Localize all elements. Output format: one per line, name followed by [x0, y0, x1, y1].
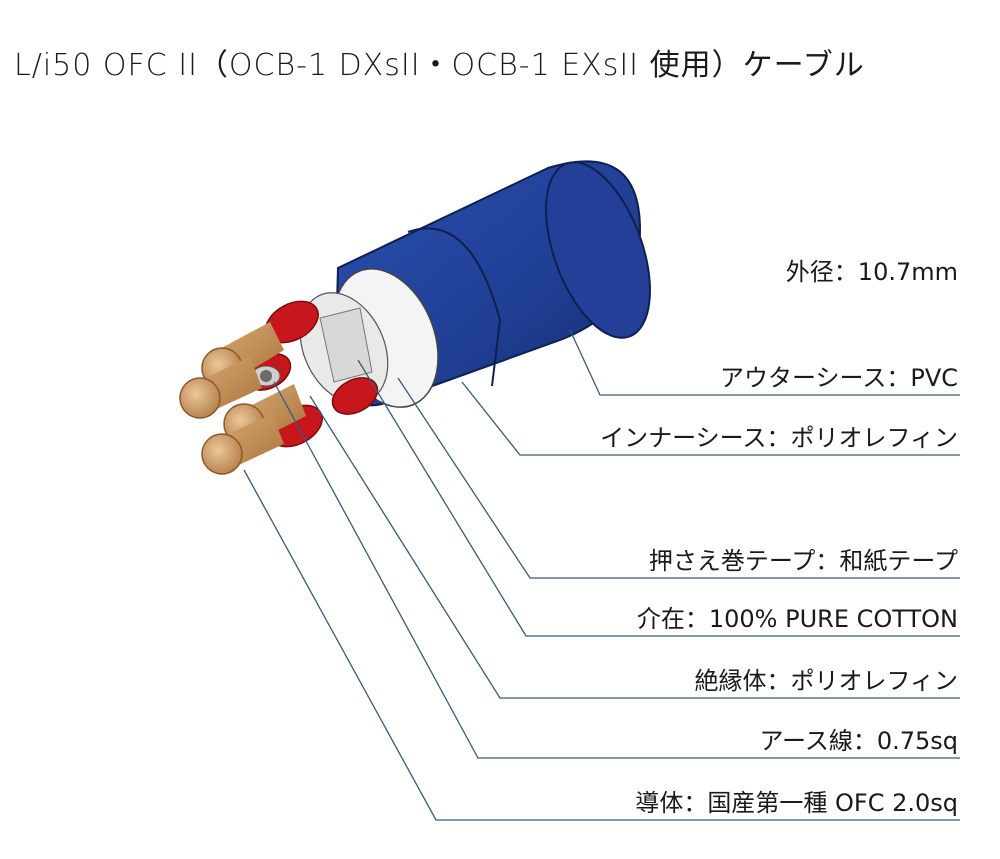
label-outer-sheath: アウターシース：PVC [720, 364, 958, 392]
label-conductor: 導体：国産第一種 OFC 2.0sq [635, 789, 958, 817]
leader-paper-tape [397, 377, 960, 579]
leader-lines [243, 329, 960, 821]
label-cotton: 介在：100% PURE COTTON [637, 605, 958, 633]
diameter-label: 外径：10.7mm [786, 258, 958, 286]
label-inner-sheath: インナーシース：ポリオレフィン [600, 424, 958, 452]
conductors [179, 322, 306, 475]
leader-cotton [357, 359, 960, 637]
label-paper-tape: 押さえ巻テープ：和紙テープ [649, 547, 958, 575]
page-title: L/i50 OFC II（OCB-1 DXsII・OCB-1 EXsII 使用）… [14, 48, 865, 83]
leader-inner-sheath [461, 381, 960, 456]
label-insulation: 絶縁体：ポリオレフィン [694, 667, 958, 695]
leader-ground-wire [273, 381, 960, 759]
leader-outer-sheath [569, 329, 960, 396]
label-ground-wire: アース線：0.75sq [759, 727, 958, 755]
paper-tape [299, 292, 389, 404]
leader-insulation [309, 395, 960, 699]
leader-conductor [243, 469, 960, 821]
